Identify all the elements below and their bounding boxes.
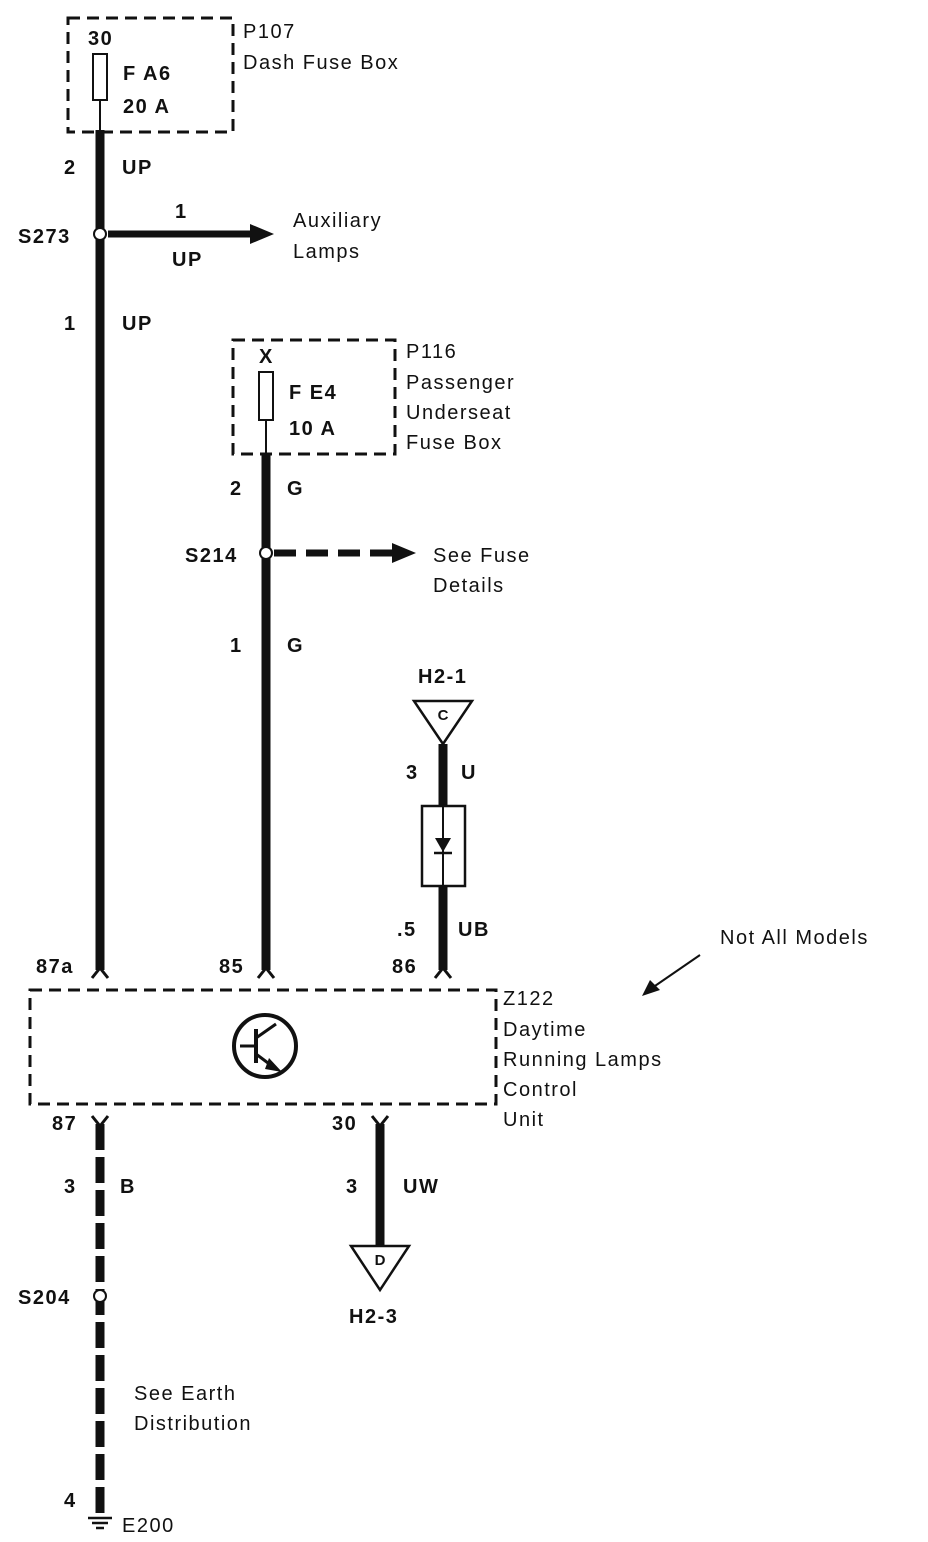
fuse-a6-icon — [92, 53, 108, 101]
p107-fuse-box: 30 F A6 20 A P107 Dash Fuse Box — [66, 16, 399, 134]
aux-lamps-line1: Auxiliary — [293, 210, 382, 232]
arrow-right-icon — [392, 543, 416, 563]
pin-87a-icon — [90, 965, 110, 979]
w7-color: UB — [458, 919, 490, 941]
p107-name: Dash Fuse Box — [243, 52, 399, 74]
pin-85-label: 85 — [219, 956, 244, 978]
w1-color: UP — [122, 157, 153, 179]
w4-color: G — [287, 478, 304, 500]
transistor-arrow — [265, 1058, 282, 1072]
fuse-e4-icon — [258, 371, 274, 421]
fuse-a6-rating: 20 A — [123, 96, 171, 118]
earth-dist-line2: Distribution — [134, 1413, 252, 1435]
p107-box-outline — [66, 16, 235, 134]
p116-ref: P116 — [406, 341, 457, 363]
h2-3-letter: D — [375, 1252, 386, 1269]
w8-color: B — [120, 1176, 136, 1198]
splice-s214: S214 See Fuse Details — [185, 543, 531, 597]
fuse-e4-label: F E4 — [289, 382, 337, 404]
w5-size: 1 — [230, 635, 243, 657]
p116-fuse-box: X F E4 10 A P116 Passenger Underseat Fus… — [231, 338, 515, 456]
pin-86-label: 86 — [392, 956, 417, 978]
p116-name-line2: Underseat — [406, 402, 512, 424]
pin-86-icon — [433, 965, 453, 979]
transistor-collector — [255, 1022, 277, 1040]
fuse-details-line2: Details — [433, 575, 505, 597]
w3-color: UP — [122, 313, 153, 335]
connector-triangle-icon — [348, 1244, 412, 1293]
s214-dot — [259, 546, 273, 560]
h2-3-connector: D H2-3 — [348, 1244, 412, 1328]
h2-1-connector: H2-1 C — [411, 666, 475, 747]
transistor-icon — [232, 1013, 298, 1079]
note-text: Not All Models — [720, 927, 869, 949]
ground-label: E200 — [122, 1515, 175, 1537]
s204-label: S204 — [18, 1287, 71, 1309]
diode-icon — [435, 838, 451, 852]
s273-dot — [93, 227, 107, 241]
pin-87a-label: 87a — [36, 956, 74, 978]
h2-1-label: H2-1 — [418, 666, 467, 688]
p116-terminal: X — [259, 346, 274, 368]
s214-label: S214 — [185, 545, 238, 567]
pin-87-label: 87 — [52, 1113, 77, 1135]
pin-85-icon — [256, 965, 276, 979]
w1-size: 2 — [64, 157, 77, 179]
w2-color: UP — [172, 249, 203, 271]
h2-1-letter: C — [438, 707, 449, 724]
w9-color: UW — [403, 1176, 439, 1198]
z122-box-outline — [28, 988, 498, 1106]
pin-30-label: 30 — [332, 1113, 357, 1135]
fuse-details-line1: See Fuse — [433, 545, 531, 567]
w6-color: U — [461, 762, 477, 784]
p116-box-outline — [231, 338, 397, 456]
p107-terminal: 30 — [88, 28, 113, 50]
z122-name-line3: Control — [503, 1079, 578, 1101]
not-all-models-note: Not All Models — [642, 927, 869, 996]
z122-name-line4: Unit — [503, 1109, 545, 1131]
earth-dist-line1: See Earth — [134, 1383, 236, 1405]
fuse-a6-label: F A6 — [123, 63, 172, 85]
w2-size: 1 — [175, 201, 188, 223]
w5-color: G — [287, 635, 304, 657]
s273-label: S273 — [18, 226, 71, 248]
splice-s273: S273 1 UP Auxiliary Lamps — [18, 201, 382, 271]
arrow-right-icon — [250, 224, 274, 244]
note-pointer — [651, 954, 701, 989]
w8-size: 3 — [64, 1176, 77, 1198]
s204-dot — [93, 1289, 107, 1303]
aux-lamps-line2: Lamps — [293, 241, 361, 263]
connector-triangle-icon — [411, 699, 475, 747]
w10-size: 4 — [64, 1490, 77, 1512]
w7-size: .5 — [397, 919, 417, 941]
fuse-e4-rating: 10 A — [289, 418, 337, 440]
p116-name-line3: Fuse Box — [406, 432, 502, 454]
splice-s204: S204 — [18, 1287, 107, 1309]
arrow-icon — [642, 980, 660, 996]
p116-name-line1: Passenger — [406, 372, 515, 394]
w4-size: 2 — [230, 478, 243, 500]
w6-size: 3 — [406, 762, 419, 784]
z122-ref: Z122 — [503, 988, 555, 1010]
p107-ref: P107 — [243, 21, 296, 43]
z122-control-unit: Z122 Daytime Running Lamps Control Unit — [28, 988, 663, 1131]
w3-size: 1 — [64, 313, 77, 335]
w9-size: 3 — [346, 1176, 359, 1198]
ground-e200: 4 E200 — [64, 1490, 175, 1537]
h2-3-label: H2-3 — [349, 1306, 398, 1328]
diode-module — [420, 804, 467, 888]
z122-name-line2: Running Lamps — [503, 1049, 663, 1071]
z122-name-line1: Daytime — [503, 1019, 587, 1041]
